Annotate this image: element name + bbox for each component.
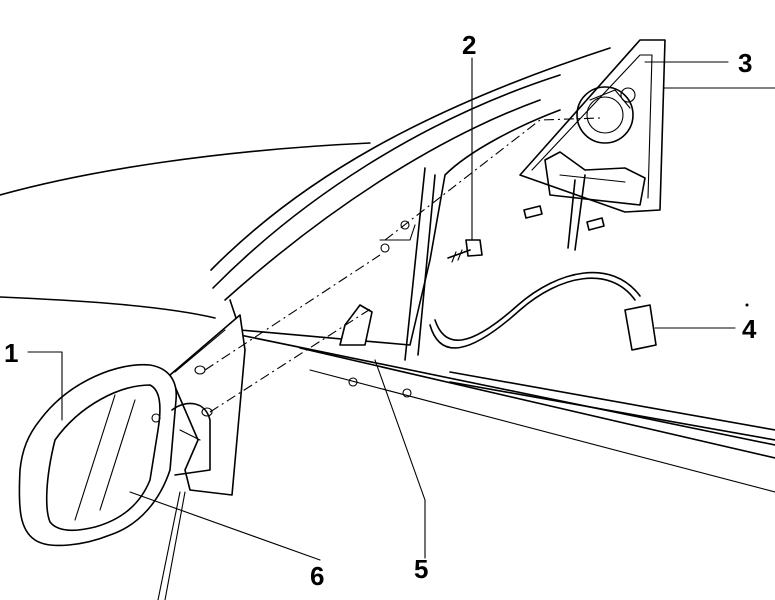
clip-left <box>523 205 543 219</box>
mirror-glass <box>45 384 161 532</box>
mount-hole-lower <box>201 407 213 417</box>
door-hole-2 <box>402 388 412 398</box>
control-linkage <box>589 89 631 109</box>
bracket-detail <box>379 224 416 241</box>
clip-right <box>586 217 605 231</box>
leader-5 <box>374 359 426 559</box>
window-channel-front <box>417 174 436 356</box>
door-hole-1 <box>348 377 358 387</box>
mirror-housing-shell <box>18 363 177 547</box>
bracket-cable <box>574 174 586 251</box>
callout-3: 3 <box>738 48 752 78</box>
door-beltline <box>239 334 775 446</box>
mirror-cable-2 <box>157 491 181 600</box>
door-panel-line <box>309 369 775 493</box>
screw-hole-mid <box>380 243 390 253</box>
bracket-cable-2 <box>567 179 576 249</box>
guide-line-lower <box>209 307 373 413</box>
callout-6: 6 <box>310 561 324 591</box>
door-clip <box>339 304 373 346</box>
leader-lines <box>27 57 736 561</box>
callout-2: 2 <box>462 30 476 60</box>
mounting-screw <box>447 239 483 263</box>
windshield-pillar-inner <box>212 74 561 289</box>
leader-6 <box>129 491 321 561</box>
bracket-rib <box>559 174 626 183</box>
callout-1: 1 <box>4 338 18 368</box>
mirror-mount-plate <box>169 314 246 496</box>
hood-line <box>0 296 216 319</box>
door-window-frame <box>229 109 561 346</box>
mirror-housing <box>18 363 211 600</box>
screw-head <box>465 239 483 257</box>
stray-dot <box>745 303 749 307</box>
glass-reflection-1 <box>74 394 116 521</box>
control-knob-housing <box>576 86 634 144</box>
mount-plate-edge <box>174 329 226 373</box>
door-trim-strip-top <box>449 371 775 431</box>
screw-thread <box>451 249 463 263</box>
wiring-harness <box>429 271 657 351</box>
inner-trim-panel <box>519 39 666 251</box>
harness-cable <box>429 277 636 349</box>
roof-line <box>0 142 371 196</box>
control-knob <box>586 96 624 134</box>
screw-hole-upper <box>400 220 410 230</box>
door-clip-body <box>339 304 373 346</box>
door-frame <box>229 109 775 493</box>
cable-bracket <box>544 151 646 206</box>
guide-line-upper <box>204 254 381 371</box>
mirror-arm-detail <box>179 429 201 441</box>
leader-1 <box>27 351 63 421</box>
guide-line-panel <box>384 117 601 241</box>
pillar-edge <box>224 99 541 301</box>
car-body-outline <box>0 47 775 319</box>
harness-connector <box>624 304 657 351</box>
windshield-pillar-outer <box>210 47 611 271</box>
trim-panel-inner-edge <box>531 54 653 199</box>
mirror-arm <box>171 402 211 476</box>
door-trim-strip-bottom <box>449 381 775 441</box>
screw-shaft <box>447 249 471 259</box>
door-beltline-lower <box>299 347 775 459</box>
glass-reflection-2 <box>99 399 136 511</box>
callout-5: 5 <box>414 554 428 584</box>
control-knob-cap <box>620 87 636 103</box>
adjust-pivot <box>151 413 161 423</box>
assembly-guide-lines <box>204 117 601 413</box>
callout-4: 4 <box>742 314 757 344</box>
window-channel-rear <box>404 167 426 361</box>
harness-cable-2 <box>434 271 641 341</box>
